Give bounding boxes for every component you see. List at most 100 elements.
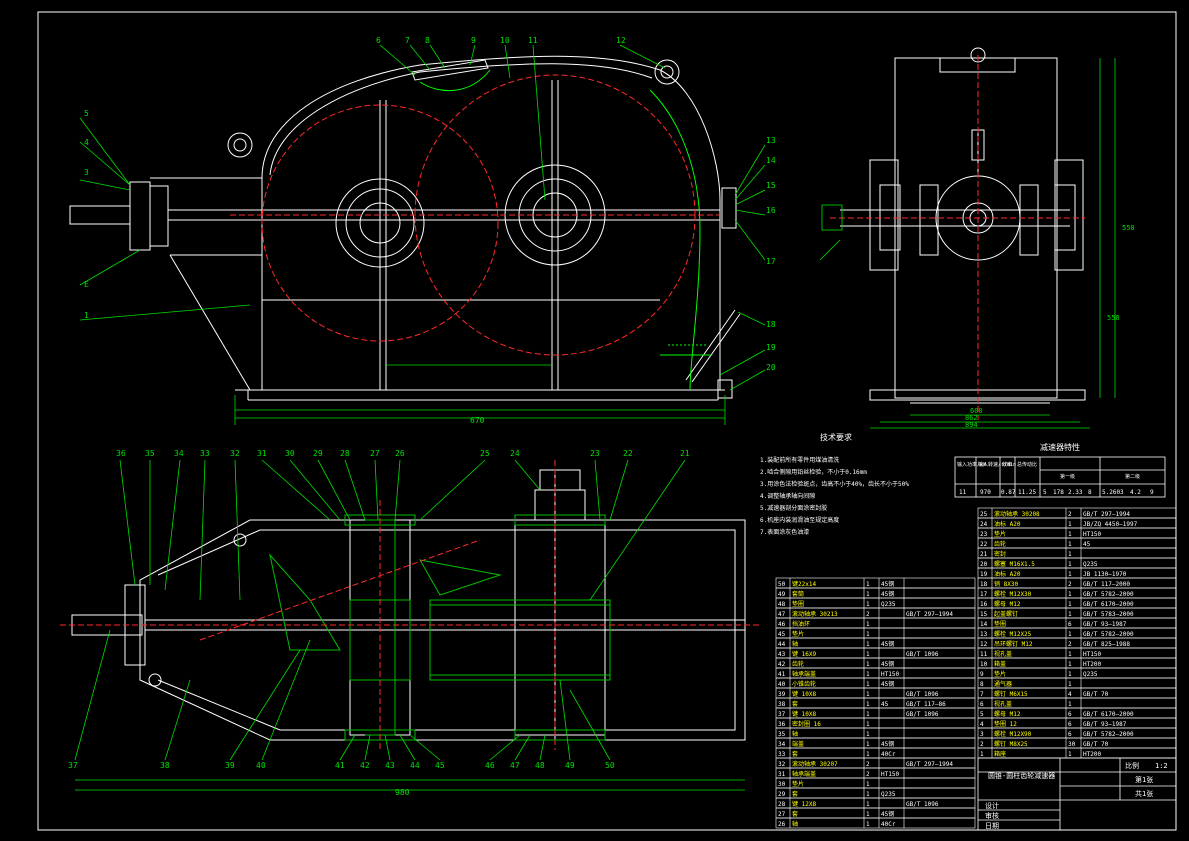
parts-cell-name: 螺钉 M6X15 [994, 690, 1028, 698]
parts-cell-no: 1 [980, 751, 984, 758]
parts-cell-mat: 45 [881, 701, 889, 708]
front-label-9: 9 [471, 36, 476, 45]
parts-cell-no: 4 [980, 721, 984, 728]
parts-cell-name: 螺栓 M12X90 [994, 730, 1032, 738]
spec-table: 减速器特性 输入功率/kW 输入转速/r/min 效率 总传动比 第一级 第二级… [954, 442, 1166, 498]
parts-cell-qty: 6 [1068, 711, 1072, 718]
parts-cell-std: GB/T 1096 [906, 711, 939, 718]
tech-req-line-5: 5.减速器剖分面涂密封胶 [760, 504, 827, 512]
front-label-11: 11 [528, 36, 538, 45]
front-view [69, 55, 741, 401]
top-label-36: 36 [116, 449, 126, 458]
title-block-checker: 审核 [985, 811, 999, 820]
parts-cell-qty: 1 [1068, 651, 1072, 658]
parts-cell-name: 键 10X8 [792, 690, 816, 698]
spec-val-5: 178 [1053, 489, 1064, 496]
front-label-7: 7 [405, 36, 410, 45]
parts-cell-no: 7 [980, 691, 984, 698]
parts-cell-qty: 1 [1068, 631, 1072, 638]
top-view-center-lines [60, 460, 760, 750]
parts-cell-name: 端盖 [792, 740, 804, 748]
parts-cell-name: 油标 A20 [994, 570, 1021, 578]
parts-cell-name: 轴承端盖 [792, 770, 816, 778]
parts-cell-name: 吊环螺钉 M12 [994, 640, 1033, 648]
top-label-25: 25 [480, 449, 490, 458]
parts-cell-mat: 40Cr [881, 821, 896, 828]
parts-cell-no: 13 [980, 631, 988, 638]
parts-cell-std: GB/T 93—1987 [1083, 621, 1127, 628]
parts-cell-std: GB/T 70 [1083, 691, 1109, 698]
front-label-6: 6 [376, 36, 381, 45]
parts-cell-std: JB 1130—1970 [1083, 571, 1127, 578]
parts-cell-no: 3 [980, 731, 984, 738]
parts-cell-qty: 1 [866, 711, 870, 718]
parts-cell-no: 43 [778, 651, 786, 658]
parts-cell-no: 48 [778, 601, 786, 608]
parts-cell-qty: 1 [866, 811, 870, 818]
parts-cell-no: 31 [778, 771, 786, 778]
front-label-13: 13 [766, 136, 776, 145]
spec-val-4: 5 [1043, 489, 1047, 496]
parts-cell-qty: 4 [1068, 691, 1072, 698]
parts-cell-mat: 45钢 [881, 590, 894, 598]
parts-cell-std: GB/T 5782—2000 [1083, 631, 1134, 638]
parts-cell-qty: 1 [866, 731, 870, 738]
parts-cell-name: 垫片 [792, 630, 804, 638]
top-view-leaders [74, 459, 745, 791]
front-view-hidden-lines [419, 69, 712, 391]
parts-cell-std: HT150 [1083, 651, 1101, 658]
parts-cell-no: 5 [980, 711, 984, 718]
spec-val-2: 0.87 [1001, 489, 1016, 496]
parts-cell-name: 螺栓 M12X30 [994, 590, 1032, 598]
parts-cell-no: 28 [778, 801, 786, 808]
parts-cell-qty: 1 [866, 671, 870, 678]
parts-cell-qty: 1 [1068, 611, 1072, 618]
top-label-34: 34 [174, 449, 184, 458]
parts-cell-qty: 1 [1068, 601, 1072, 608]
parts-cell-mat: HT150 [881, 771, 899, 778]
side-view-dimension-text: 600 862 894 550 550 [965, 224, 1135, 429]
title-block-date: 日期 [985, 822, 999, 830]
front-label-17: 17 [766, 257, 776, 266]
title-block-designer: 设计 [985, 801, 999, 810]
parts-cell-qty: 6 [1068, 731, 1072, 738]
parts-cell-qty: 2 [1068, 511, 1072, 518]
parts-cell-qty: 1 [866, 651, 870, 658]
top-dim-total: 980 [395, 788, 410, 797]
side-dim-axis: 550 [1107, 314, 1120, 322]
parts-cell-name: 滚动轴承 30208 [994, 510, 1040, 518]
parts-cell-std: HT200 [1083, 661, 1101, 668]
front-label-3: 3 [84, 168, 89, 177]
top-label-42: 42 [360, 761, 370, 770]
parts-cell-no: 34 [778, 741, 786, 748]
parts-cell-no: 21 [980, 551, 988, 558]
parts-cell-no: 49 [778, 591, 786, 598]
parts-cell-name: 垫圈 [792, 600, 804, 608]
parts-cell-name: 齿轮 [994, 540, 1006, 548]
parts-cell-qty: 1 [866, 691, 870, 698]
parts-cell-name: 小锥齿轮 [792, 680, 816, 688]
top-label-50: 50 [605, 761, 615, 770]
top-label-32: 32 [230, 449, 240, 458]
front-view-gear-pitch-circles [230, 74, 720, 356]
top-label-26: 26 [395, 449, 405, 458]
parts-cell-std: GB/T 825—1988 [1083, 641, 1130, 648]
front-label-14: 14 [766, 156, 776, 165]
parts-cell-qty: 1 [866, 741, 870, 748]
parts-cell-qty: 1 [1068, 541, 1072, 548]
front-label-18: 18 [766, 320, 776, 329]
parts-cell-qty: 2 [866, 611, 870, 618]
parts-cell-qty: 1 [1068, 681, 1072, 688]
top-label-22: 22 [623, 449, 633, 458]
side-view-center-lines [830, 55, 1085, 420]
front-view-dimensions [79, 44, 766, 425]
top-label-35: 35 [145, 449, 155, 458]
parts-cell-name: 螺塞 M16X1.5 [994, 560, 1035, 568]
parts-cell-no: 8 [980, 681, 984, 688]
parts-cell-no: 16 [980, 601, 988, 608]
parts-cell-no: 19 [980, 571, 988, 578]
parts-cell-qty: 1 [1068, 551, 1072, 558]
parts-cell-no: 38 [778, 701, 786, 708]
